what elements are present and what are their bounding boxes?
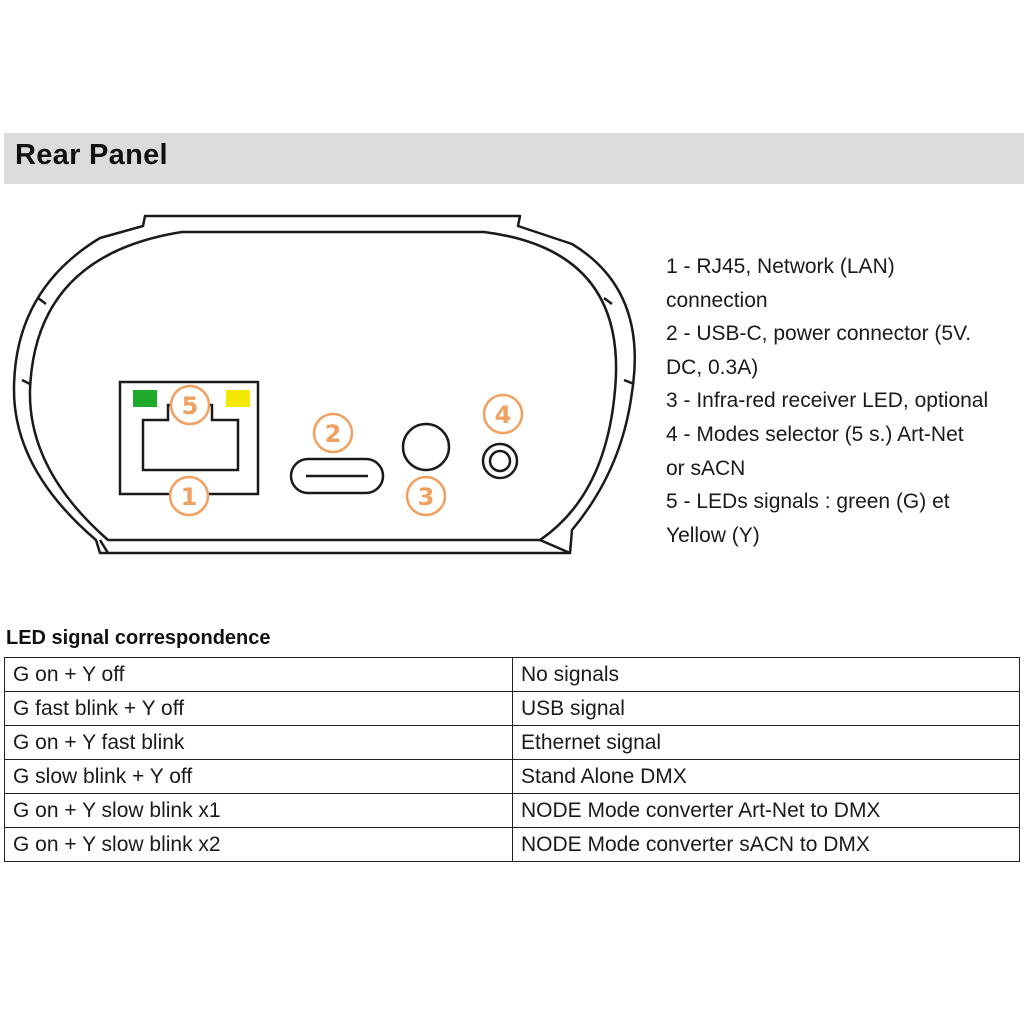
table-row: G on + Y off No signals: [4, 657, 1020, 692]
legend-line: 5 - LEDs signals : green (G) et: [666, 490, 950, 514]
led-table-title: LED signal correspondence: [6, 627, 271, 649]
table-row: G on + Y slow blink x2 NODE Mode convert…: [4, 827, 1020, 862]
device-housing: [12, 214, 636, 555]
callout-2: 2: [312, 412, 354, 454]
led-state-cell: G on + Y off: [4, 657, 513, 692]
page-title: Rear Panel: [15, 139, 168, 171]
legend-line: 4 - Modes selector (5 s.) Art-Net: [666, 422, 964, 446]
callout-4: 4: [482, 393, 524, 435]
table-row: G slow blink + Y off Stand Alone DMX: [4, 759, 1020, 794]
led-state-cell: G on + Y slow blink x2: [4, 827, 513, 862]
legend-line: 1 - RJ45, Network (LAN): [666, 255, 895, 278]
component-legend: 1 - RJ45, Network (LAN) connection 2 - U…: [666, 250, 1021, 552]
legend-line: DC, 0.3A): [666, 355, 759, 379]
svg-text:3: 3: [418, 483, 435, 511]
green-led: [133, 390, 157, 407]
signal-meaning-cell: USB signal: [512, 691, 1020, 726]
svg-text:2: 2: [325, 420, 342, 448]
legend-line: 3 - Infra-red receiver LED, optional: [666, 389, 989, 413]
led-state-cell: G on + Y fast blink: [4, 725, 513, 760]
svg-text:1: 1: [181, 483, 198, 511]
legend-line: connection: [666, 288, 768, 312]
led-signal-table: G on + Y off No signals G fast blink + Y…: [4, 657, 1020, 862]
table-row: G fast blink + Y off USB signal: [4, 691, 1020, 726]
callout-3: 3: [405, 475, 447, 517]
mode-selector-button: [481, 442, 519, 480]
signal-meaning-cell: Stand Alone DMX: [512, 759, 1020, 794]
led-state-cell: G on + Y slow blink x1: [4, 793, 513, 828]
led-state-cell: G slow blink + Y off: [4, 759, 513, 794]
signal-meaning-cell: No signals: [512, 657, 1020, 692]
legend-line: or sACN: [666, 456, 746, 480]
svg-text:5: 5: [182, 392, 199, 420]
led-state-cell: G fast blink + Y off: [4, 691, 513, 726]
legend-line: Yellow (Y): [666, 523, 760, 547]
rear-panel-diagram: 1 2 3 4 5: [12, 214, 636, 555]
signal-meaning-cell: Ethernet signal: [512, 725, 1020, 760]
callout-5: 5: [169, 384, 211, 426]
legend-line: 2 - USB-C, power connector (5V.: [666, 322, 972, 346]
yellow-led: [226, 390, 250, 407]
infrared-receiver: [401, 422, 451, 472]
signal-meaning-cell: NODE Mode converter sACN to DMX: [512, 827, 1020, 862]
svg-text:4: 4: [495, 401, 512, 429]
signal-meaning-cell: NODE Mode converter Art-Net to DMX: [512, 793, 1020, 828]
table-row: G on + Y fast blink Ethernet signal: [4, 725, 1020, 760]
table-row: G on + Y slow blink x1 NODE Mode convert…: [4, 793, 1020, 828]
callout-1: 1: [168, 475, 210, 517]
usb-c-port: [289, 457, 385, 495]
section-header: Rear Panel: [4, 133, 1024, 184]
